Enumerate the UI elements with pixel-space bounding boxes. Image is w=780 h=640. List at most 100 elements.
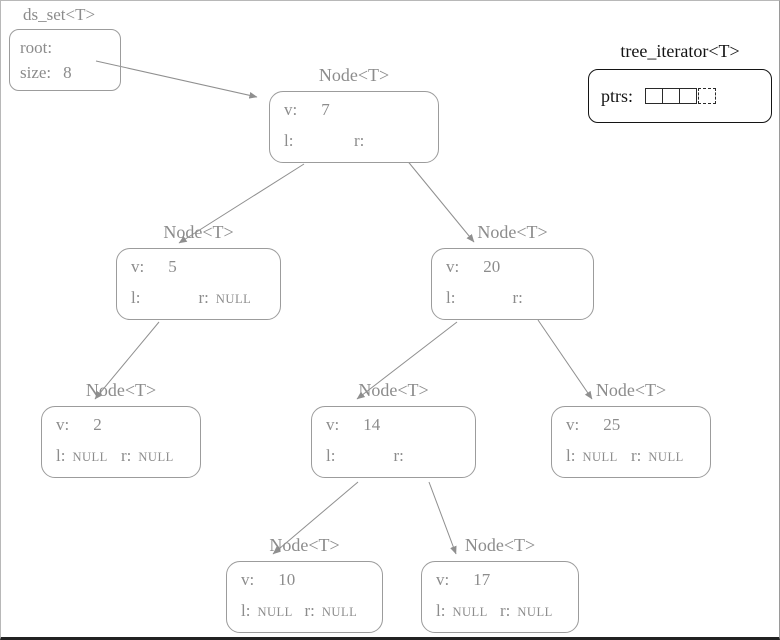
value-row: v: 14 — [326, 415, 461, 435]
right-pointer: r: NULL — [121, 446, 186, 467]
root-field: root: — [20, 35, 110, 60]
ptr-cell — [679, 88, 698, 104]
v-label: v: — [326, 415, 340, 434]
tree-node-7: Node<T> v: 7 l: r: — [269, 65, 439, 163]
size-label: size: — [20, 63, 52, 82]
node-box: v: 17 l: NULL r: NULL — [421, 561, 579, 633]
v-label: v: — [56, 415, 70, 434]
v-label: v: — [131, 257, 145, 276]
ptr-cell-dashed — [698, 88, 717, 104]
ds-set-title: ds_set<T> — [23, 5, 96, 24]
ds-set-struct: ds_set<T> root: size:8 — [9, 5, 121, 91]
right-pointer: r: NULL — [305, 601, 369, 622]
pointer-row: l:NULL r:NULL — [241, 601, 368, 622]
ptrs-label: ptrs: — [601, 85, 634, 106]
left-pointer-value: NULL — [452, 605, 488, 619]
l-label: l: — [284, 131, 294, 150]
v-label: v: — [284, 100, 298, 119]
right-pointer: r: NULL — [500, 601, 564, 622]
l-label: l: — [56, 446, 66, 465]
node-box: v: 25 l: NULL r: NULL — [551, 406, 711, 478]
left-pointer: l: — [326, 446, 394, 467]
node-type-label: Node<T> — [269, 535, 340, 555]
node-value: 25 — [603, 415, 621, 434]
node-value: 5 — [168, 257, 177, 276]
r-label: r: — [354, 131, 365, 150]
left-pointer: l: — [131, 288, 199, 309]
left-pointer-value: NULL — [582, 450, 618, 464]
left-pointer: l: NULL — [566, 446, 631, 467]
v-label: v: — [436, 570, 450, 589]
left-pointer: l: NULL — [436, 601, 500, 622]
ptr-cell — [645, 88, 664, 104]
node-box: v:10 l:NULL r:NULL — [226, 561, 383, 633]
l-label: l: — [131, 288, 141, 307]
tree-node-25: Node<T> v: 25 l: NULL r: NULL — [551, 380, 711, 478]
tree-node-14: Node<T> v: 14 l: r: — [311, 380, 476, 478]
l-label: l: — [436, 601, 446, 620]
node-box: v: 20 l: r: — [431, 248, 594, 320]
value-row: v: 25 — [566, 415, 696, 435]
ptrs-array — [645, 88, 717, 104]
r-label: r: — [198, 288, 209, 307]
tree-node-17: Node<T> v: 17 l: NULL r: NULL — [421, 535, 579, 633]
tree-node-10: Node<T> v:10 l:NULL r:NULL — [226, 535, 383, 633]
right-pointer-value: NULL — [215, 292, 252, 306]
node-value: 10 — [278, 570, 296, 589]
v-label: v: — [446, 257, 460, 276]
right-pointer: r: NULL — [199, 288, 267, 309]
pointer-row: l: r: — [284, 131, 424, 152]
right-pointer: r: — [354, 131, 424, 152]
pointer-row: l: NULL r: NULL — [56, 446, 186, 467]
left-pointer: l: — [284, 131, 354, 152]
value-row: v: 20 — [446, 257, 579, 277]
node-type-label: Node<T> — [163, 222, 234, 242]
tree-iterator-box: ptrs: — [588, 69, 772, 123]
tree-iterator-struct: tree_iterator<T> ptrs: — [588, 41, 772, 123]
r-label: r: — [500, 601, 511, 620]
node-type-label: Node<T> — [477, 222, 548, 242]
ptr-cell — [662, 88, 681, 104]
node-type-label: Node<T> — [85, 380, 157, 400]
node-value: 14 — [363, 415, 381, 434]
v-label: v: — [566, 415, 580, 434]
right-pointer-value: NULL — [321, 605, 358, 619]
left-pointer: l: — [446, 288, 513, 309]
node-type-label: Node<T> — [358, 380, 429, 400]
right-pointer: r: — [394, 446, 462, 467]
tree-node-20: Node<T> v: 20 l: r: — [431, 222, 594, 320]
pointer-row: l: r: NULL — [131, 288, 266, 309]
node-type-label: Node<T> — [464, 535, 536, 555]
right-pointer-value: NULL — [138, 450, 174, 464]
r-label: r: — [393, 446, 404, 465]
root-label: root: — [20, 38, 53, 57]
r-label: r: — [304, 601, 315, 620]
right-pointer-value: NULL — [648, 450, 684, 464]
value-row: v: 10 — [241, 570, 368, 590]
node-value: 7 — [321, 100, 330, 119]
right-pointer-value: NULL — [517, 605, 553, 619]
value-row: v: 17 — [436, 570, 564, 590]
right-pointer: r: — [513, 288, 580, 309]
r-label: r: — [631, 446, 642, 465]
value-row: v: 7 — [284, 100, 424, 120]
node-box: v: 2 l: NULL r: NULL — [41, 406, 201, 478]
value-row: v: 5 — [131, 257, 266, 277]
pointer-row: l: NULL r: NULL — [436, 601, 564, 622]
node-type-label: Node<T> — [318, 65, 390, 85]
node-value: 20 — [483, 257, 501, 276]
tree-iterator-title: tree_iterator<T> — [620, 41, 740, 61]
size-field: size:8 — [20, 60, 110, 85]
node-type-label: Node<T> — [595, 380, 667, 400]
l-label: l: — [446, 288, 456, 307]
node-value: 2 — [93, 415, 102, 434]
node-box: v: 14 l: r: — [311, 406, 476, 478]
l-label: l: — [566, 446, 576, 465]
node-box: v: 5 l: r: NULL — [116, 248, 281, 320]
value-row: v: 2 — [56, 415, 186, 435]
r-label: r: — [512, 288, 523, 307]
v-label: v: — [241, 570, 255, 589]
r-label: r: — [121, 446, 132, 465]
node-value: 17 — [473, 570, 491, 589]
pointer-row: l: r: — [326, 446, 461, 467]
